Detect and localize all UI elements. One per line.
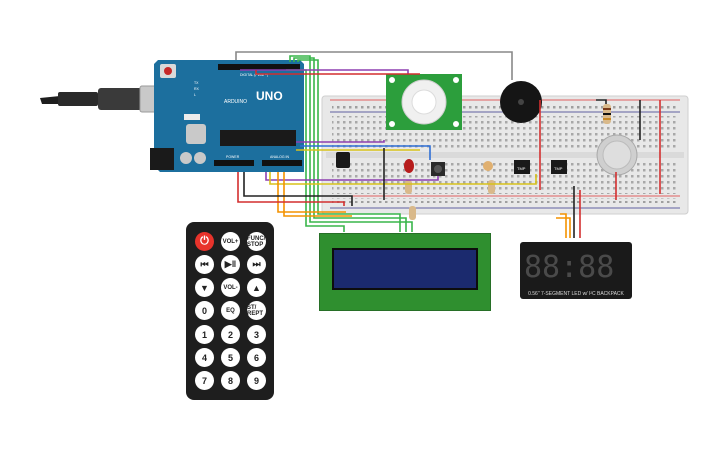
lcd-screen	[332, 248, 478, 290]
up-button[interactable]: ▲	[247, 278, 266, 297]
analog-header[interactable]	[262, 160, 302, 166]
l-label: L	[194, 93, 196, 97]
tmp-label-1: TMP	[517, 166, 526, 171]
next-button[interactable]: ⏭	[247, 255, 266, 274]
zero-button[interactable]: 0	[195, 301, 214, 320]
key-2-button[interactable]: 2	[221, 325, 240, 344]
power-jack	[150, 148, 174, 170]
led-red[interactable]	[404, 159, 414, 173]
play-pause-button[interactable]: ▶‖	[221, 255, 240, 274]
temp-sensor-1[interactable]: TMP	[514, 160, 530, 174]
key-5-button[interactable]: 5	[221, 348, 240, 367]
power-header[interactable]	[214, 160, 254, 166]
key-3-button[interactable]: 3	[247, 325, 266, 344]
prev-button[interactable]: ⏮	[195, 255, 214, 274]
eq-button[interactable]: EQ	[221, 301, 240, 320]
key-1-button[interactable]: 1	[195, 325, 214, 344]
key-8-button[interactable]: 8	[221, 371, 240, 390]
pir-sensor[interactable]	[386, 74, 462, 130]
seven-segment-display[interactable]: 88:88 0.56" 7-SEGMENT LED w/ I²C BACKPAC…	[520, 242, 632, 299]
wires	[235, 51, 661, 238]
crystal	[186, 124, 206, 144]
vol-up-button[interactable]: VOL+	[221, 232, 240, 251]
resistor-top[interactable]	[603, 104, 611, 124]
arduino-brand: ARDUINO	[224, 99, 247, 105]
vol-down-button[interactable]: VOL-	[221, 278, 240, 297]
key-4-button[interactable]: 4	[195, 348, 214, 367]
gas-sensor[interactable]	[596, 134, 638, 176]
power-label: POWER	[226, 155, 240, 159]
key-7-button[interactable]: 7	[195, 371, 214, 390]
st-rept-button[interactable]: ST/ REPT	[247, 301, 266, 320]
ir-remote[interactable]: ⏻ VOL+ FUNC/ STOP ⏮ ▶‖ ⏭ ▼ VOL- ▲ 0 EQ S…	[186, 222, 274, 400]
photoresistor[interactable]	[483, 161, 493, 171]
pushbutton[interactable]	[431, 162, 445, 176]
seven-segment-label: 0.56" 7-SEGMENT LED w/ I²C BACKPACK	[528, 291, 624, 297]
temp-sensor-2[interactable]: TMP	[551, 160, 567, 174]
ir-receiver[interactable]	[336, 152, 350, 168]
piezo-buzzer[interactable]	[500, 81, 542, 123]
digital-header[interactable]	[218, 64, 300, 70]
rx-label: RX	[194, 87, 200, 91]
tmp-label-2: TMP	[554, 166, 563, 171]
func-stop-button[interactable]: FUNC/ STOP	[247, 232, 266, 251]
power-button[interactable]: ⏻	[195, 232, 214, 251]
reset-button[interactable]	[164, 67, 172, 75]
atmega-chip	[220, 130, 296, 146]
arduino-board[interactable]: UNO ARDUINO DIGITAL (PWM ~) POWER ANALOG…	[150, 60, 304, 172]
tx-label: TX	[194, 81, 199, 85]
analog-label: ANALOG IN	[270, 155, 290, 159]
usb-cable	[40, 85, 173, 113]
arduino-model: UNO	[256, 89, 283, 103]
lcd-16x2[interactable]	[319, 233, 491, 311]
seven-segment-digits: 88:88	[524, 249, 615, 285]
key-6-button[interactable]: 6	[247, 348, 266, 367]
key-9-button[interactable]: 9	[247, 371, 266, 390]
digital-label: DIGITAL (PWM ~)	[240, 73, 268, 77]
down-button[interactable]: ▼	[195, 278, 214, 297]
